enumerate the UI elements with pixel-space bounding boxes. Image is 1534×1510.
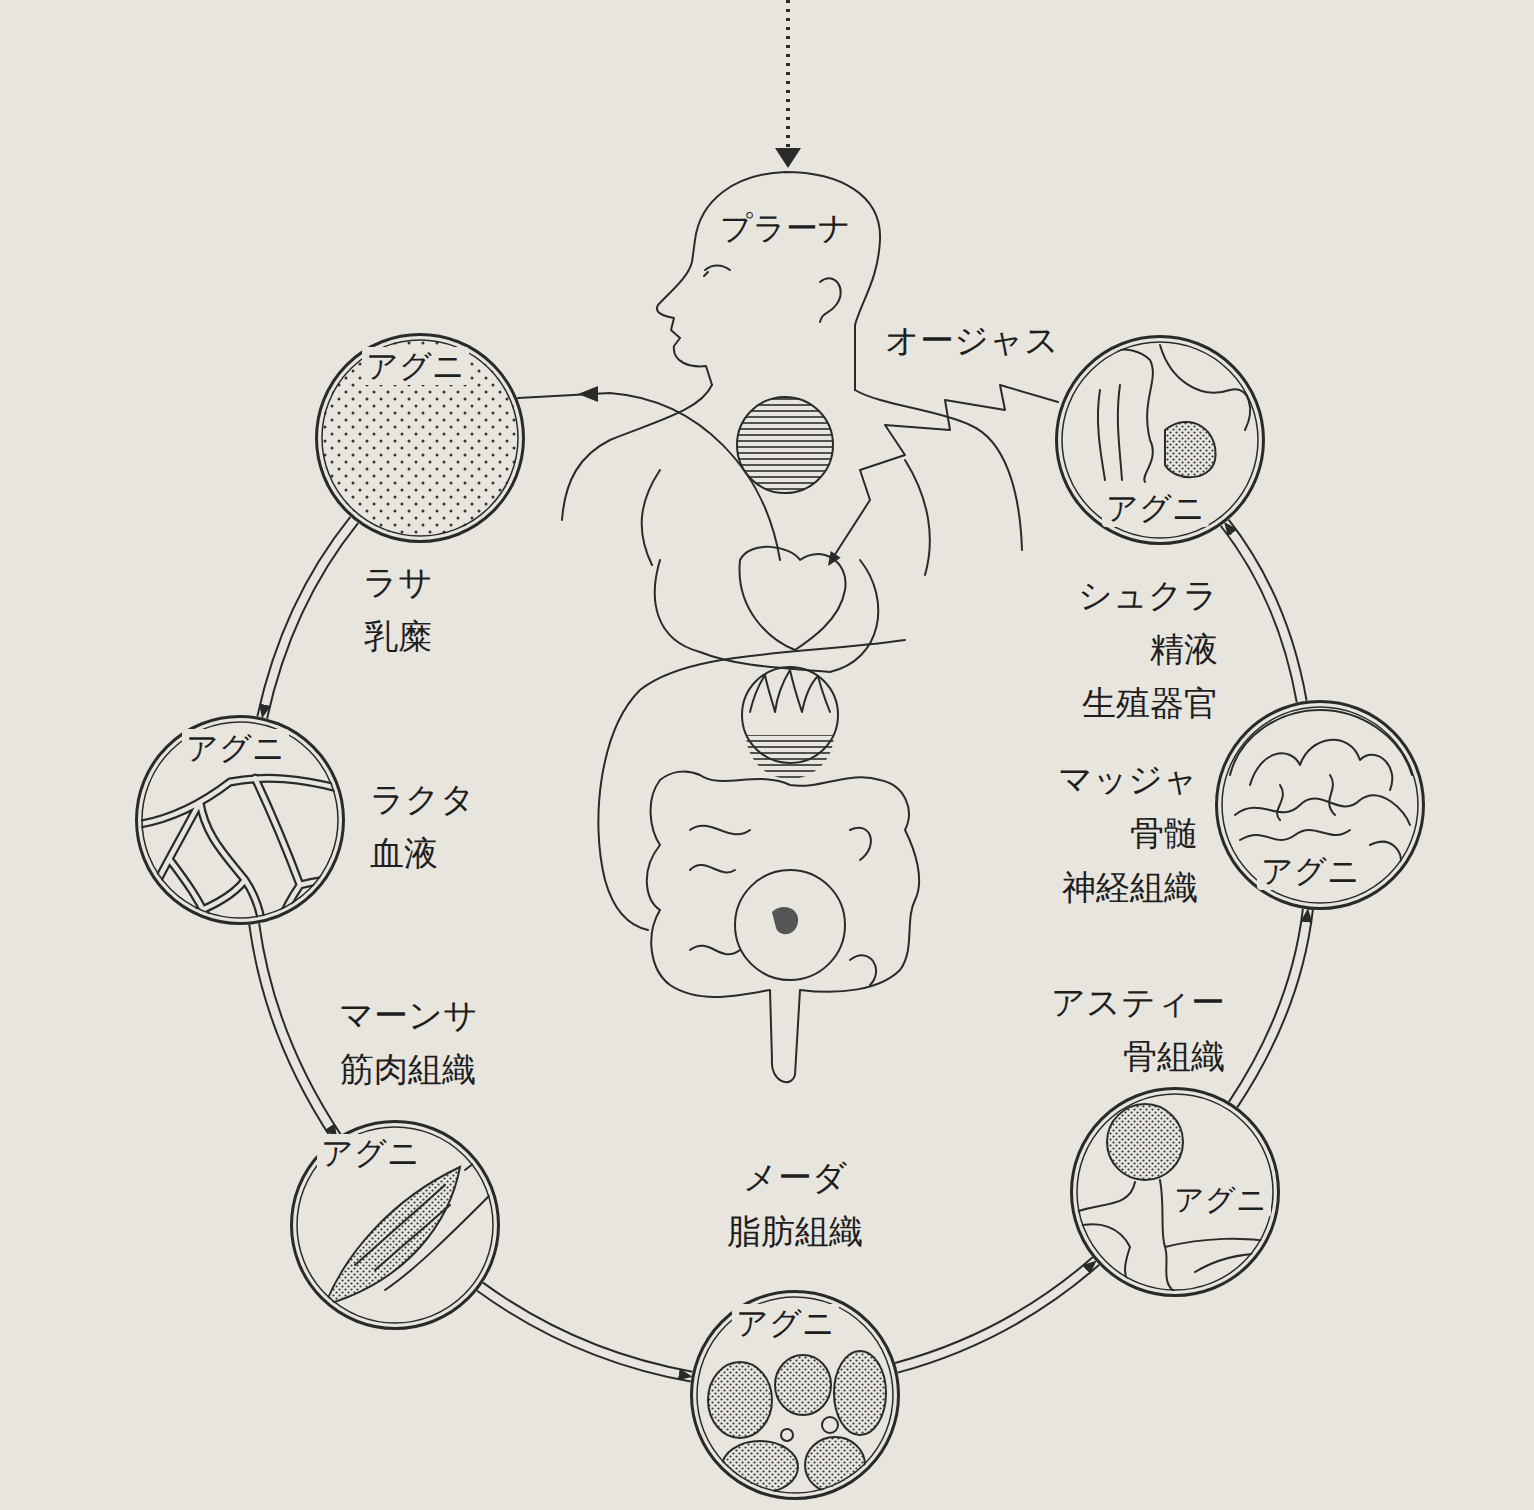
chyle-arrow xyxy=(518,386,780,560)
figure-label-holder: プラーナ xyxy=(615,208,955,254)
ojas-lightning xyxy=(828,385,1058,566)
organs xyxy=(598,397,919,1082)
prana-label: プラーナ xyxy=(720,209,851,247)
agni-label: アグニ xyxy=(362,347,469,385)
marrow-picture xyxy=(1230,710,1412,870)
agni-holder: アグニ xyxy=(1140,1178,1300,1222)
dhatu-circle: アグニラクタ血液 xyxy=(135,715,345,925)
tissue-label-group: メーダ脂肪組織 xyxy=(625,1150,965,1258)
agni-label: アグニ xyxy=(1257,852,1364,890)
tissue-meaning: 乳糜 xyxy=(228,609,568,663)
agni-label: アグニ xyxy=(317,1134,424,1172)
tissue-name: マーンサ xyxy=(238,988,578,1042)
tissue-label-group: アスティー骨組織 xyxy=(885,975,1225,1083)
agni-holder: アグニ xyxy=(705,1301,865,1345)
tissue-name: シュクラ xyxy=(878,568,1218,622)
tissue-name: ラクタ xyxy=(370,772,710,826)
agni-label: アグニ xyxy=(1102,489,1209,527)
dhatu-circle: アグニマッジャ骨髄神経組織 xyxy=(1215,700,1425,910)
agni-holder: アグニ xyxy=(1230,849,1390,893)
dhatu-circle: アグニラサ乳糜 xyxy=(315,333,525,543)
cycle-arrow xyxy=(254,924,337,1138)
dhatu-circle: アグニアスティー骨組織 xyxy=(1070,1087,1280,1297)
cycle-arrow xyxy=(896,1261,1096,1368)
tissue-meaning: 精液 xyxy=(878,622,1218,676)
blood-picture xyxy=(135,778,350,925)
tissue-meaning: 骨組織 xyxy=(885,1029,1225,1083)
tissue-label-group: マーンサ筋肉組織 xyxy=(238,988,578,1096)
tissue-meaning: 骨髄 xyxy=(858,806,1198,860)
agni-holder: アグニ xyxy=(290,1131,450,1175)
dhatu-circle: アグニメーダ脂肪組織 xyxy=(690,1290,900,1500)
tissue-meaning: 血液 xyxy=(370,826,710,880)
agni-label: アグニ xyxy=(1170,1182,1271,1217)
tissue-meaning: 神経組織 xyxy=(858,860,1198,914)
cycle-arrow xyxy=(480,1287,692,1377)
tissue-label-group: ラサ乳糜 xyxy=(228,555,568,663)
tissue-name: マッジャ xyxy=(858,752,1198,806)
tissue-label-group: ラクタ血液 xyxy=(370,772,710,880)
cycle-arrow xyxy=(262,520,354,718)
bone-picture xyxy=(1075,1104,1275,1292)
agni-holder: アグニ xyxy=(155,726,315,770)
agni-label: アグニ xyxy=(732,1304,839,1342)
cycle-arrow xyxy=(1225,523,1302,702)
ojas-label: オージャス xyxy=(885,320,1059,360)
tissue-label-group: マッジャ骨髄神経組織 xyxy=(858,752,1198,914)
chyle-picture xyxy=(315,333,525,543)
agni-holder: アグニ xyxy=(1075,486,1235,530)
tissue-meaning: 脂肪組織 xyxy=(625,1204,965,1258)
agni-holder: アグニ xyxy=(335,344,495,388)
tissue-meaning: 生殖器官 xyxy=(878,676,1218,730)
dhatu-circle: アグニマーンサ筋肉組織 xyxy=(290,1120,500,1330)
tissue-meaning: 筋肉組織 xyxy=(238,1042,578,1096)
prana-arrow xyxy=(775,0,801,168)
tissue-name: アスティー xyxy=(885,975,1225,1029)
figure-label-holder: オージャス xyxy=(885,320,1225,367)
agni-label: アグニ xyxy=(182,729,289,767)
tissue-name: ラサ xyxy=(228,555,568,609)
cycle-arrow xyxy=(1233,909,1308,1104)
human-figure xyxy=(562,172,1022,575)
tissue-name: メーダ xyxy=(625,1150,965,1204)
tissue-label-group: シュクラ精液生殖器官 xyxy=(878,568,1218,730)
dhatu-circle: アグニシュクラ精液生殖器官 xyxy=(1055,335,1265,545)
